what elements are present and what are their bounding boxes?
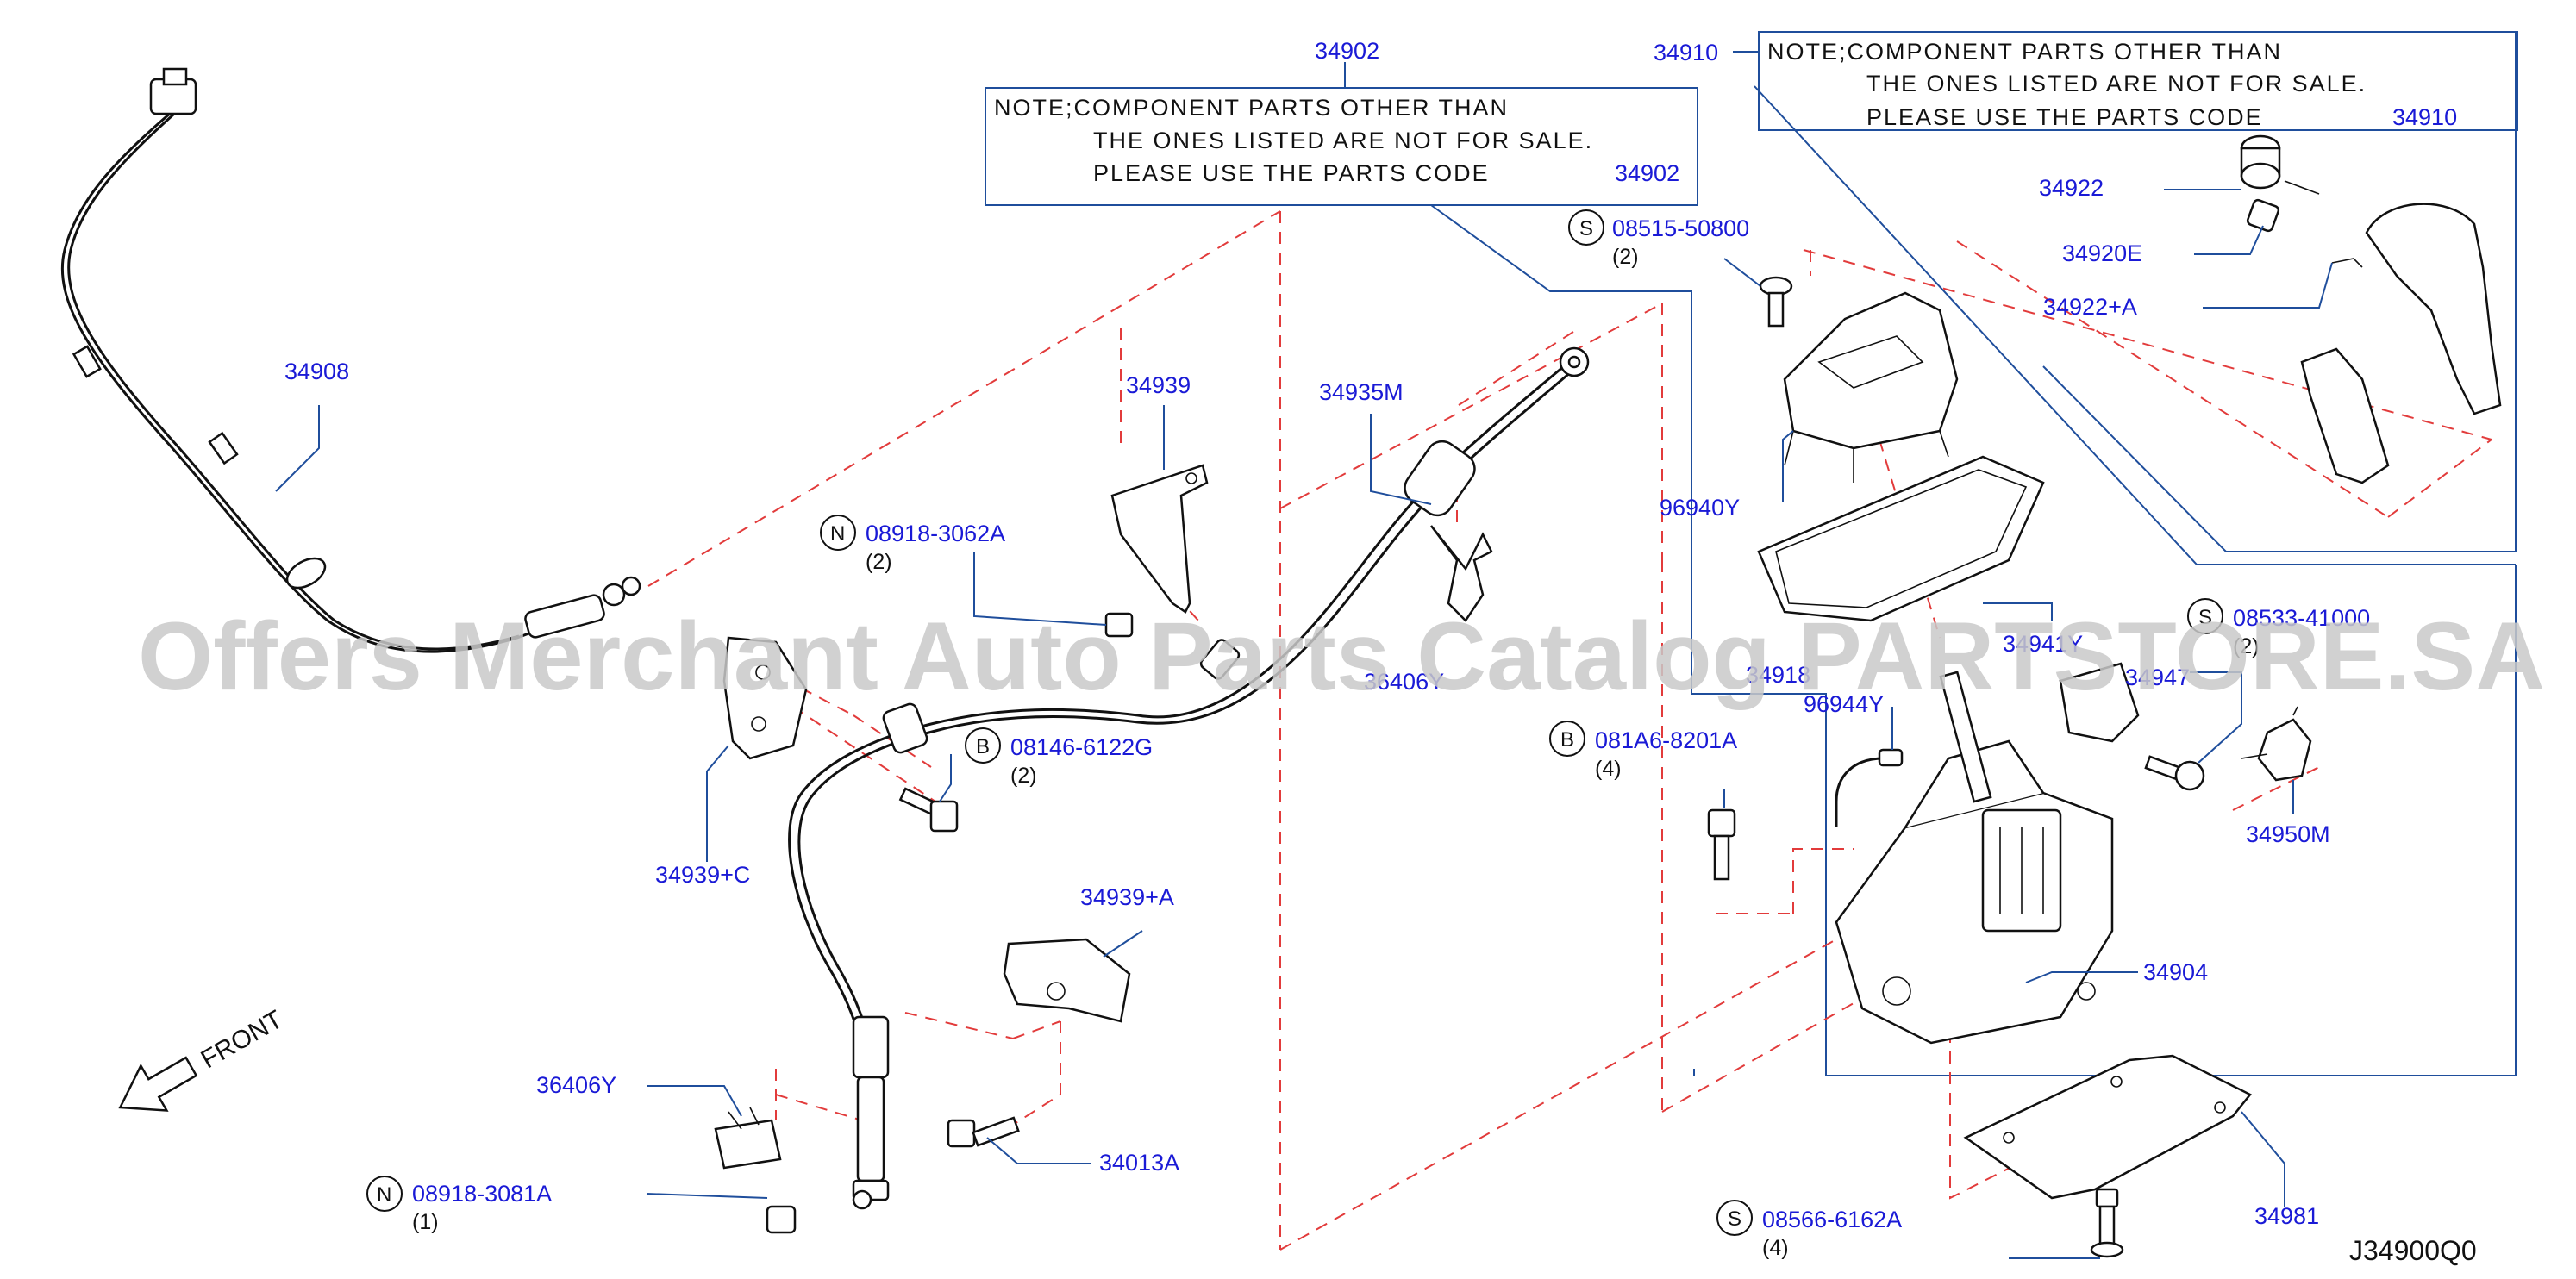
fastener-f4-qty: (4) [1595,757,1622,781]
note-34902-code[interactable]: 34902 [1615,160,1679,186]
callout-36406Y-top[interactable]: 36406Y [1364,669,1444,695]
callout-34981[interactable]: 34981 [2254,1203,2319,1229]
fastener-f7-part[interactable]: 08566-6162A [1762,1207,1902,1232]
front-label: FRONT [197,1005,288,1074]
fastener-f6-symbol: N [377,1183,391,1207]
fastener-f1-symbol: S [1579,217,1593,240]
part-36406Y-clip-bottom[interactable] [714,1107,782,1170]
fastener-callout-f2[interactable]: N 08918-3062A (2) [820,515,1005,574]
part-34904-shift-lever-assembly[interactable] [1835,662,2140,1045]
fastener-f1-part[interactable]: 08515-50800 [1612,215,1749,241]
fastener-f6-part[interactable]: 08918-3081A [412,1181,552,1207]
fastener-f6-qty: (1) [412,1210,439,1234]
note-34910-line1: NOTE;COMPONENT PARTS OTHER THAN [1767,39,2282,65]
callout-34939C[interactable]: 34939+C [655,862,750,888]
callout-34950M[interactable]: 34950M [2246,821,2330,847]
callout-34904[interactable]: 34904 [2143,959,2208,985]
part-34939-bracket[interactable] [1110,464,1209,614]
leader-lines [275,51,2333,1259]
screw-08566-6162A[interactable] [2090,1188,2124,1258]
note-34910-code[interactable]: 34910 [2392,104,2457,130]
fastener-f3-part[interactable]: 08146-6122G [1010,734,1153,760]
part-34922A-pin[interactable] [2331,258,2363,268]
fastener-callout-f6[interactable]: N 08918-3081A (1) [366,1176,552,1234]
part-34939C-bracket[interactable] [722,636,808,760]
nut-08918-3081A[interactable] [766,1205,797,1234]
part-34908-cable[interactable] [60,67,641,653]
diagram-code: J34900Q0 [2349,1235,2477,1266]
callout-36406Y-bottom[interactable]: 36406Y [536,1072,616,1098]
callout-34902[interactable]: 34902 [1315,38,1379,64]
callout-96944Y[interactable]: 96944Y [1804,691,1884,717]
fastener-f7-qty: (4) [1762,1236,1789,1260]
callout-34920E[interactable]: 34920E [2062,240,2142,266]
note-34910-line3: PLEASE USE THE PARTS CODE [1866,104,2263,130]
fastener-callout-f1[interactable]: S 08515-50800 (2) [1568,209,1749,269]
part-96940Y-indicator-cover[interactable] [1783,291,1959,483]
note-box-34902: NOTE;COMPONENT PARTS OTHER THAN THE ONES… [985,87,1698,206]
callout-34922A[interactable]: 34922+A [2043,294,2137,320]
fastener-f2-part[interactable]: 08918-3062A [866,521,1005,546]
fastener-callout-f3[interactable]: B 08146-6122G (2) [965,727,1153,788]
note-box-34910: NOTE;COMPONENT PARTS OTHER THAN THE ONES… [1758,31,2518,131]
fastener-f3-qty: (2) [1010,764,1037,788]
fastener-f7-symbol: S [1728,1207,1741,1231]
part-96944Y-switch[interactable] [1835,748,1904,827]
fastener-f1-qty: (2) [1612,245,1639,269]
fastener-f5-qty: (2) [2233,634,2260,658]
part-knob-sleeve[interactable] [2300,347,2390,484]
assembly-frame-34910 [1754,32,2517,1026]
fastener-f2-symbol: N [830,522,845,546]
callout-34935M[interactable]: 34935M [1319,379,1404,405]
fastener-f5-part[interactable]: 08533-41000 [2233,605,2370,631]
fastener-f4-part[interactable]: 081A6-8201A [1595,727,1737,753]
fastener-callout-f5[interactable]: S 08533-41000 (2) [2187,598,2370,658]
part-34981-cover[interactable] [1963,1054,2252,1200]
fastener-callout-f7[interactable]: S 08566-6162A (4) [1716,1200,1902,1260]
callout-34947[interactable]: 34947 [2125,664,2190,690]
bolt-081A6-8201A[interactable] [1707,808,1736,881]
callout-34939[interactable]: 34939 [1126,372,1191,398]
part-34910-knob[interactable] [2365,203,2502,415]
fastener-f3-symbol: B [976,735,990,758]
screw-08533-41000[interactable] [2144,755,2205,791]
fastener-f4-symbol: B [1560,728,1574,752]
part-34922-button[interactable] [2240,134,2320,195]
callout-96940Y[interactable]: 96940Y [1660,495,1740,521]
callout-34918[interactable]: 34918 [1746,662,1810,688]
front-direction-indicator: FRONT [118,1005,288,1112]
fastener-callout-f4[interactable]: B 081A6-8201A (4) [1549,721,1737,781]
fastener-f5-symbol: S [2198,606,2212,629]
watermark-text: Offers Merchant Auto Parts Catalog PARTS… [138,602,2545,710]
part-34939A-bracket[interactable] [1003,938,1131,1023]
bolt-08146-6122G[interactable] [898,787,959,833]
part-36406Y-clip-top[interactable] [1430,525,1493,622]
note-34910-line2: THE ONES LISTED ARE NOT FOR SALE. [1866,71,2367,97]
fastener-parts [766,276,2205,1258]
note-34902-line2: THE ONES LISTED ARE NOT FOR SALE. [1093,128,1593,153]
part-34935M-cable[interactable] [788,346,1590,1210]
callout-34013A[interactable]: 34013A [1099,1150,1179,1176]
part-gasket-plate[interactable] [1757,455,2045,622]
screw-08515-50800[interactable] [1759,276,1793,328]
note-34902-line1: NOTE;COMPONENT PARTS OTHER THAN [994,95,1509,121]
callout-34939A[interactable]: 34939+A [1080,884,1174,910]
callout-34922[interactable]: 34922 [2039,175,2104,201]
part-34920E-spring[interactable] [2246,198,2280,233]
assembly-frame-34902 [1430,204,2517,1076]
callout-34941Y[interactable]: 34941Y [2003,631,2083,657]
front-arrow-icon [118,1056,198,1112]
callout-34908[interactable]: 34908 [284,359,349,384]
note-34902-line3: PLEASE USE THE PARTS CODE [1093,160,1490,186]
bolt-34013A[interactable] [947,1116,1020,1148]
part-callouts: 34902 34910 34908 34939 34935M 36406Y 34… [284,38,2330,1229]
part-34950M-solenoid[interactable] [2241,706,2312,782]
fastener-f2-qty: (2) [866,550,892,574]
callout-34910[interactable]: 34910 [1654,40,1718,66]
